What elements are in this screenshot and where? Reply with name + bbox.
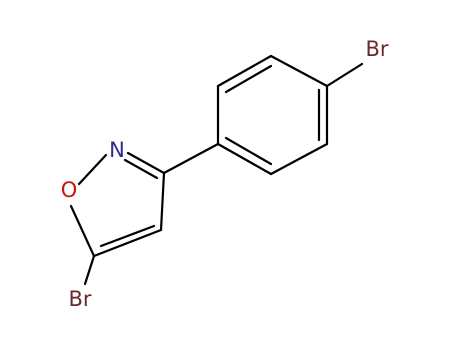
atom-o: O: [61, 178, 78, 202]
bond-c4-c3: [159, 171, 166, 232]
bond-n-o: [77, 153, 108, 186]
bond-c3-n-double: [123, 158, 159, 180]
bond-ring-to-isoxazole: [162, 142, 220, 175]
bond-ring-top-left: [216, 54, 273, 88]
bond-o-c5: [69, 204, 96, 258]
bond-ring-top-right: [269, 54, 329, 88]
atom-br-top: Br: [365, 37, 388, 61]
bond-ring-bottom-right: [269, 142, 329, 176]
bond-ring-inner-bottom: [224, 136, 273, 166]
bond-c3-n: [126, 151, 166, 175]
bond-c5-c4: [92, 228, 163, 258]
atom-br-bottom: Br: [68, 287, 91, 311]
bond-ring-to-br-top: [325, 62, 364, 88]
bond-c5-to-br-bottom: [83, 254, 96, 286]
bond-ring-bottom-left: [216, 142, 273, 176]
bond-c5-c4-double: [99, 224, 156, 248]
bond-ring-inner-top: [224, 64, 273, 94]
atom-n: N: [109, 138, 125, 162]
bonds: [69, 54, 364, 286]
